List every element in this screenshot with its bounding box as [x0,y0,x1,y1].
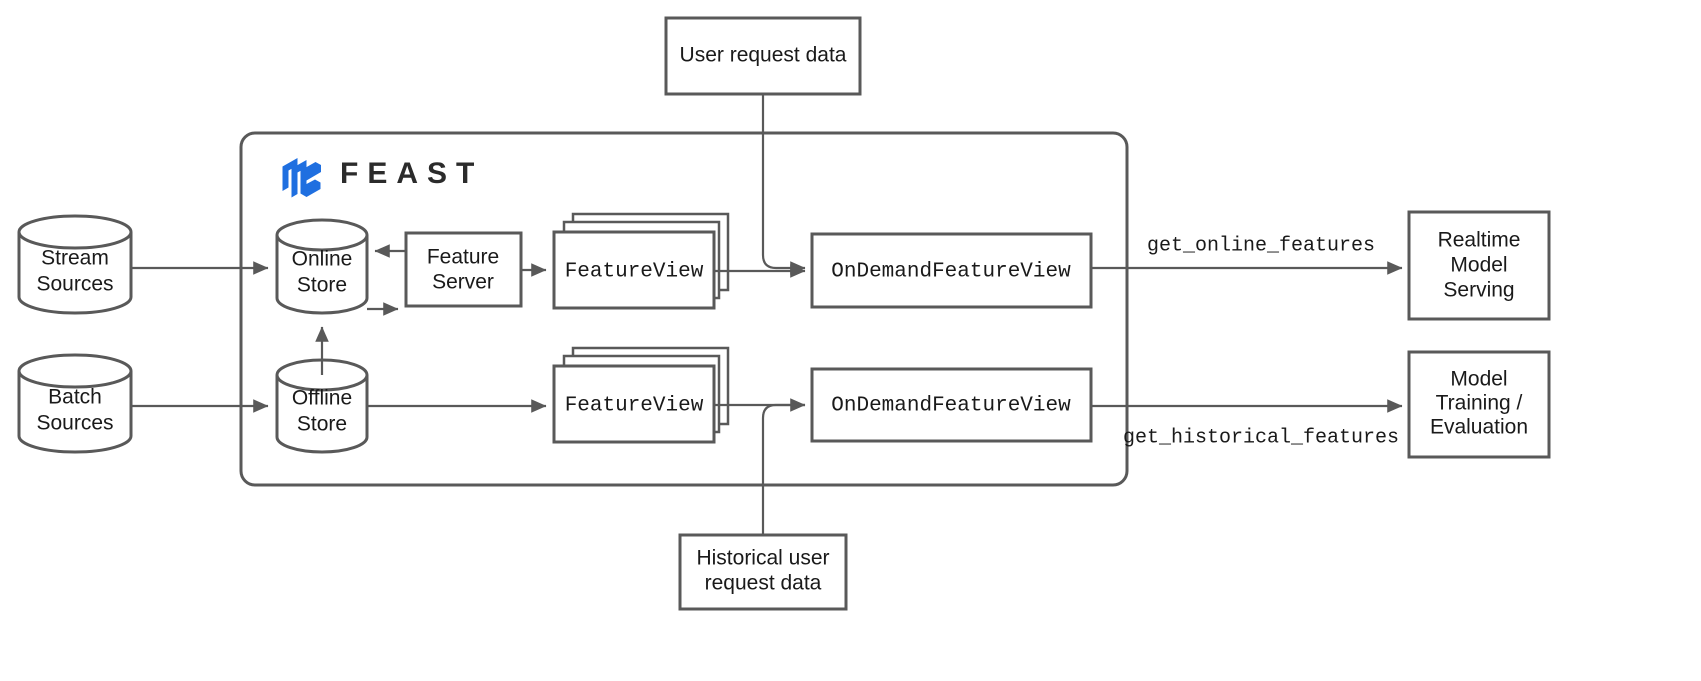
historical-user-request-data-label-line1: Historical user [696,547,829,570]
model-training-evaluation-label-line1: Model [1450,368,1507,391]
feature-view-online-node: FeatureView [552,212,730,310]
feast-boundary [239,131,1129,487]
on-demand-feature-view-online-label: OnDemandFeatureView [831,261,1071,284]
realtime-model-serving-node: Realtime Model Serving [1407,210,1551,321]
feature-server-label-line1: Feature [427,246,499,269]
stream-sources-label-line2: Sources [36,273,113,296]
historical-user-request-data-label-line2: request data [705,572,822,595]
on-demand-feature-view-offline-node: OnDemandFeatureView [810,367,1093,443]
model-training-evaluation-node: Model Training / Evaluation [1407,350,1551,459]
get-historical-features-label: get_historical_features [1123,426,1399,449]
edge-historical-request-data-to-on-demand-offline [761,403,805,535]
stream-sources-label-line1: Stream [41,247,109,270]
online-store-label-line1: Online [292,248,353,271]
batch-sources-label-line1: Batch [48,386,102,409]
offline-store-label-line2: Store [297,413,347,436]
online-store-label-line2: Store [297,274,347,297]
feature-view-offline-label: FeatureView [565,395,704,418]
user-request-data-node: User request data [664,16,862,96]
feature-view-online-label: FeatureView [565,261,704,284]
feature-view-online-stack-front [552,230,716,310]
feature-server-node: Feature Server [404,231,523,308]
on-demand-feature-view-offline-label: OnDemandFeatureView [831,395,1071,418]
realtime-model-serving-label-line1: Realtime [1438,229,1521,252]
historical-user-request-data-node: Historical user request data [678,533,848,611]
feast-wordmark: FEAST [340,157,483,190]
online-store-node: Online Store [275,218,369,315]
edge-user-request-data-to-on-demand-online [761,94,806,275]
get-online-features-label: get_online_features [1147,234,1375,257]
batch-sources-label-line2: Sources [36,412,113,435]
feature-view-offline-stack-front [552,364,716,444]
offline-store-label-line1: Offline [292,387,352,410]
feature-server-label-line2: Server [432,271,494,294]
realtime-model-serving-label-line2: Model [1450,254,1507,277]
model-training-evaluation-label-line3: Evaluation [1430,416,1528,439]
realtime-model-serving-label-line3: Serving [1443,279,1514,302]
feast-hexagon-logo [273,147,322,202]
batch-sources-node: Batch Sources [17,353,133,454]
feature-view-offline-node: FeatureView [552,346,730,444]
model-training-evaluation-label-line2: Training / [1436,392,1523,415]
on-demand-feature-view-online-node: OnDemandFeatureView [810,232,1093,309]
user-request-data-label: User request data [680,44,847,67]
stream-sources-node: Stream Sources [17,214,133,315]
